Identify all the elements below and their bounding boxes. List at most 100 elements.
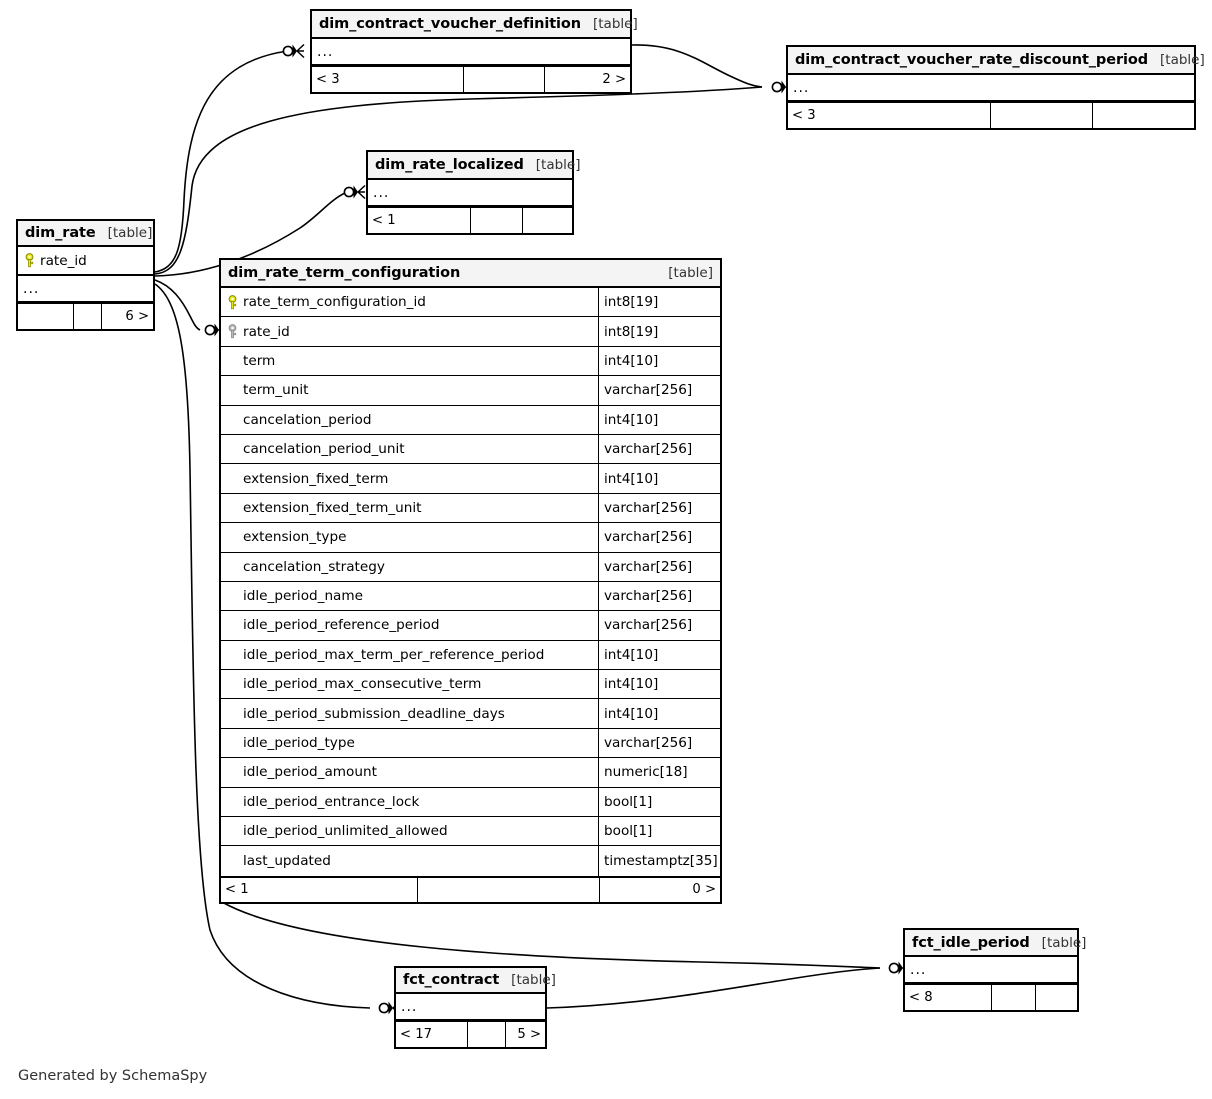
column-name: idle_period_submission_deadline_days: [243, 705, 505, 722]
table-header: fct_idle_period [table]: [905, 930, 1086, 957]
footer-children-count: [1092, 103, 1194, 128]
column-row[interactable]: rate_term_configuration_id int8[19]: [221, 288, 720, 318]
table-dim-rate-localized[interactable]: dim_rate_localized [table] ... < 1: [366, 150, 581, 235]
table-footer: < 3 2 >: [312, 66, 630, 92]
footer-middle: [463, 67, 544, 92]
column-name: idle_period_reference_period: [243, 617, 440, 634]
table-fct-idle-period[interactable]: fct_idle_period [table] ... < 8: [903, 928, 1086, 1012]
column-row[interactable]: idle_period_amount numeric[18]: [221, 758, 720, 788]
table-kind-label: [table]: [511, 972, 556, 988]
column-list: rate_term_configuration_id int8[19]rate_i…: [221, 288, 720, 876]
table-kind-label: [table]: [1041, 934, 1087, 951]
column-name: idle_period_name: [243, 588, 363, 605]
footer-parents-count: < 3: [792, 108, 816, 123]
footer-children-count: 5 >: [505, 1022, 545, 1047]
column-name: idle_period_amount: [243, 764, 377, 781]
footer-children-count: [522, 208, 572, 233]
column-name: rate_id: [40, 252, 87, 269]
column-type: int4[10]: [598, 640, 720, 670]
column-row[interactable]: idle_period_type varchar[256]: [221, 728, 720, 759]
primary-key-icon: [18, 253, 40, 268]
column-name: idle_period_type: [243, 735, 355, 752]
footer-parents-count: < 1: [372, 213, 396, 228]
column-row-rate-id[interactable]: rate_id: [18, 247, 153, 277]
column-type: int4[10]: [598, 346, 720, 376]
column-type: int4[10]: [598, 670, 720, 699]
column-type: numeric[18]: [598, 758, 720, 787]
column-row[interactable]: idle_period_max_consecutive_term int4[10]: [221, 670, 720, 700]
footer-middle: [991, 985, 1035, 1010]
footer-children-count: [1035, 985, 1077, 1010]
table-title: fct_contract: [403, 972, 500, 988]
column-type: varchar[256]: [598, 552, 720, 581]
table-title: dim_rate_term_configuration: [228, 265, 461, 281]
column-name: idle_period_unlimited_allowed: [243, 823, 448, 840]
footer-children-count: 0 >: [599, 877, 720, 902]
footer-parents-count: [18, 304, 73, 329]
column-row[interactable]: idle_period_reference_period varchar[256]: [221, 611, 720, 641]
table-dim-rate-term-configuration[interactable]: dim_rate_term_configuration [table] rate…: [219, 258, 722, 904]
table-title: dim_rate: [25, 225, 96, 241]
column-name: cancelation_period_unit: [243, 441, 405, 458]
table-kind-label: [table]: [1160, 52, 1205, 68]
column-type: int8[19]: [598, 288, 720, 317]
footer-middle: [73, 304, 101, 330]
table-header: dim_rate_term_configuration [table]: [221, 260, 720, 288]
table-dim-rate[interactable]: dim_rate [table] rate_id ... 6 >: [16, 219, 155, 332]
table-title: dim_contract_voucher_definition: [319, 16, 581, 32]
footer-middle: [470, 208, 522, 233]
column-row[interactable]: extension_fixed_term_unit varchar[256]: [221, 493, 720, 524]
column-row[interactable]: idle_period_name varchar[256]: [221, 581, 720, 612]
table-title: dim_contract_voucher_rate_discount_perio…: [795, 52, 1149, 68]
column-type: int4[10]: [598, 464, 720, 493]
column-name: idle_period_max_term_per_reference_perio…: [243, 646, 545, 663]
table-header: dim_contract_voucher_definition [table]: [312, 11, 638, 39]
foreign-key-icon: [221, 324, 243, 339]
table-dim-contract-voucher-definition[interactable]: dim_contract_voucher_definition [table] …: [310, 9, 638, 94]
column-name: idle_period_max_consecutive_term: [243, 676, 482, 693]
table-header: dim_contract_voucher_rate_discount_perio…: [788, 47, 1205, 75]
column-row[interactable]: cancelation_strategy varchar[256]: [221, 552, 720, 582]
column-type: int4[10]: [598, 405, 720, 434]
column-row[interactable]: cancelation_period int4[10]: [221, 405, 720, 435]
column-row[interactable]: idle_period_max_term_per_reference_perio…: [221, 640, 720, 671]
collapsed-columns-ellipsis: ...: [396, 994, 545, 1021]
column-type: varchar[256]: [598, 611, 720, 640]
table-fct-contract[interactable]: fct_contract [table] ... < 17 5 >: [394, 966, 556, 1049]
column-row[interactable]: extension_type varchar[256]: [221, 523, 720, 553]
column-name: rate_term_configuration_id: [243, 294, 426, 311]
table-title: dim_rate_localized: [375, 157, 524, 173]
footer-middle: [467, 1022, 505, 1047]
column-name: extension_fixed_term_unit: [243, 499, 422, 516]
footer-parents-count: < 3: [316, 72, 340, 87]
collapsed-columns-ellipsis: ...: [788, 75, 1194, 102]
table-kind-label: [table]: [535, 157, 581, 173]
column-name: cancelation_period: [243, 411, 372, 428]
column-type: varchar[256]: [598, 581, 720, 611]
table-kind-label: [table]: [593, 16, 638, 32]
table-footer: < 8: [905, 984, 1077, 1010]
column-type: varchar[256]: [598, 493, 720, 523]
column-name: cancelation_strategy: [243, 558, 385, 575]
column-type: varchar[256]: [598, 376, 720, 405]
table-footer: < 1: [368, 207, 572, 233]
column-type: timestamptz[35]: [598, 846, 720, 876]
column-type: varchar[256]: [598, 728, 720, 758]
table-dim-contract-voucher-rate-discount-period[interactable]: dim_contract_voucher_rate_discount_perio…: [786, 45, 1205, 130]
collapsed-columns-ellipsis: ...: [905, 957, 1077, 984]
collapsed-columns-ellipsis: ...: [312, 39, 630, 66]
table-footer: < 1 0 >: [221, 875, 720, 902]
footer-children-count: 6 >: [101, 304, 153, 330]
column-type: varchar[256]: [598, 523, 720, 552]
column-name: extension_type: [243, 529, 347, 546]
